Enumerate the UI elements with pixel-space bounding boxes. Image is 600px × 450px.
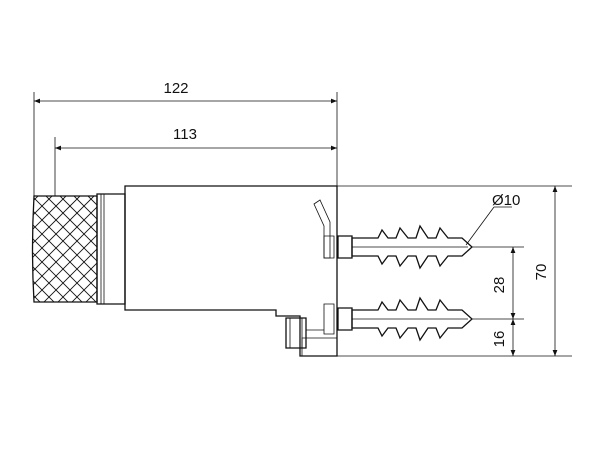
wall-plug-upper [338,226,472,268]
dimension-label-70: 70 [533,264,550,281]
dimension-hole-diameter: Ø10 [466,192,520,245]
wall-plug-lower [338,298,472,340]
vertical-dimensions: 70 28 16 [337,186,572,356]
main-body [125,186,337,356]
grip-outline [33,196,98,302]
lower-plug-collar [338,308,352,330]
bracket-foot [302,338,337,356]
dimension-label-122: 122 [163,80,188,97]
dimension-label-diameter: Ø10 [492,192,520,209]
dimension-body-length: 113 [55,126,337,196]
diameter-leader [466,207,494,245]
upper-clip [314,200,330,258]
dimension-label-113: 113 [173,126,197,143]
screw-head-outline [286,318,306,348]
grip-collar [97,194,125,304]
dimension-overall-length: 122 [34,80,337,196]
body-outline [125,186,337,356]
upper-plug-collar [338,236,352,258]
mounting-bracket [286,200,337,356]
dimension-label-16: 16 [491,331,508,348]
knurl-pattern [0,196,220,316]
knurled-grip [0,196,220,316]
lower-plug-body [352,298,472,340]
lower-anchor-seat [324,304,334,334]
dimension-label-28: 28 [491,277,508,294]
upper-plug-body [352,226,472,268]
upper-anchor-seat [324,236,334,258]
hex-screw-head [286,318,324,348]
